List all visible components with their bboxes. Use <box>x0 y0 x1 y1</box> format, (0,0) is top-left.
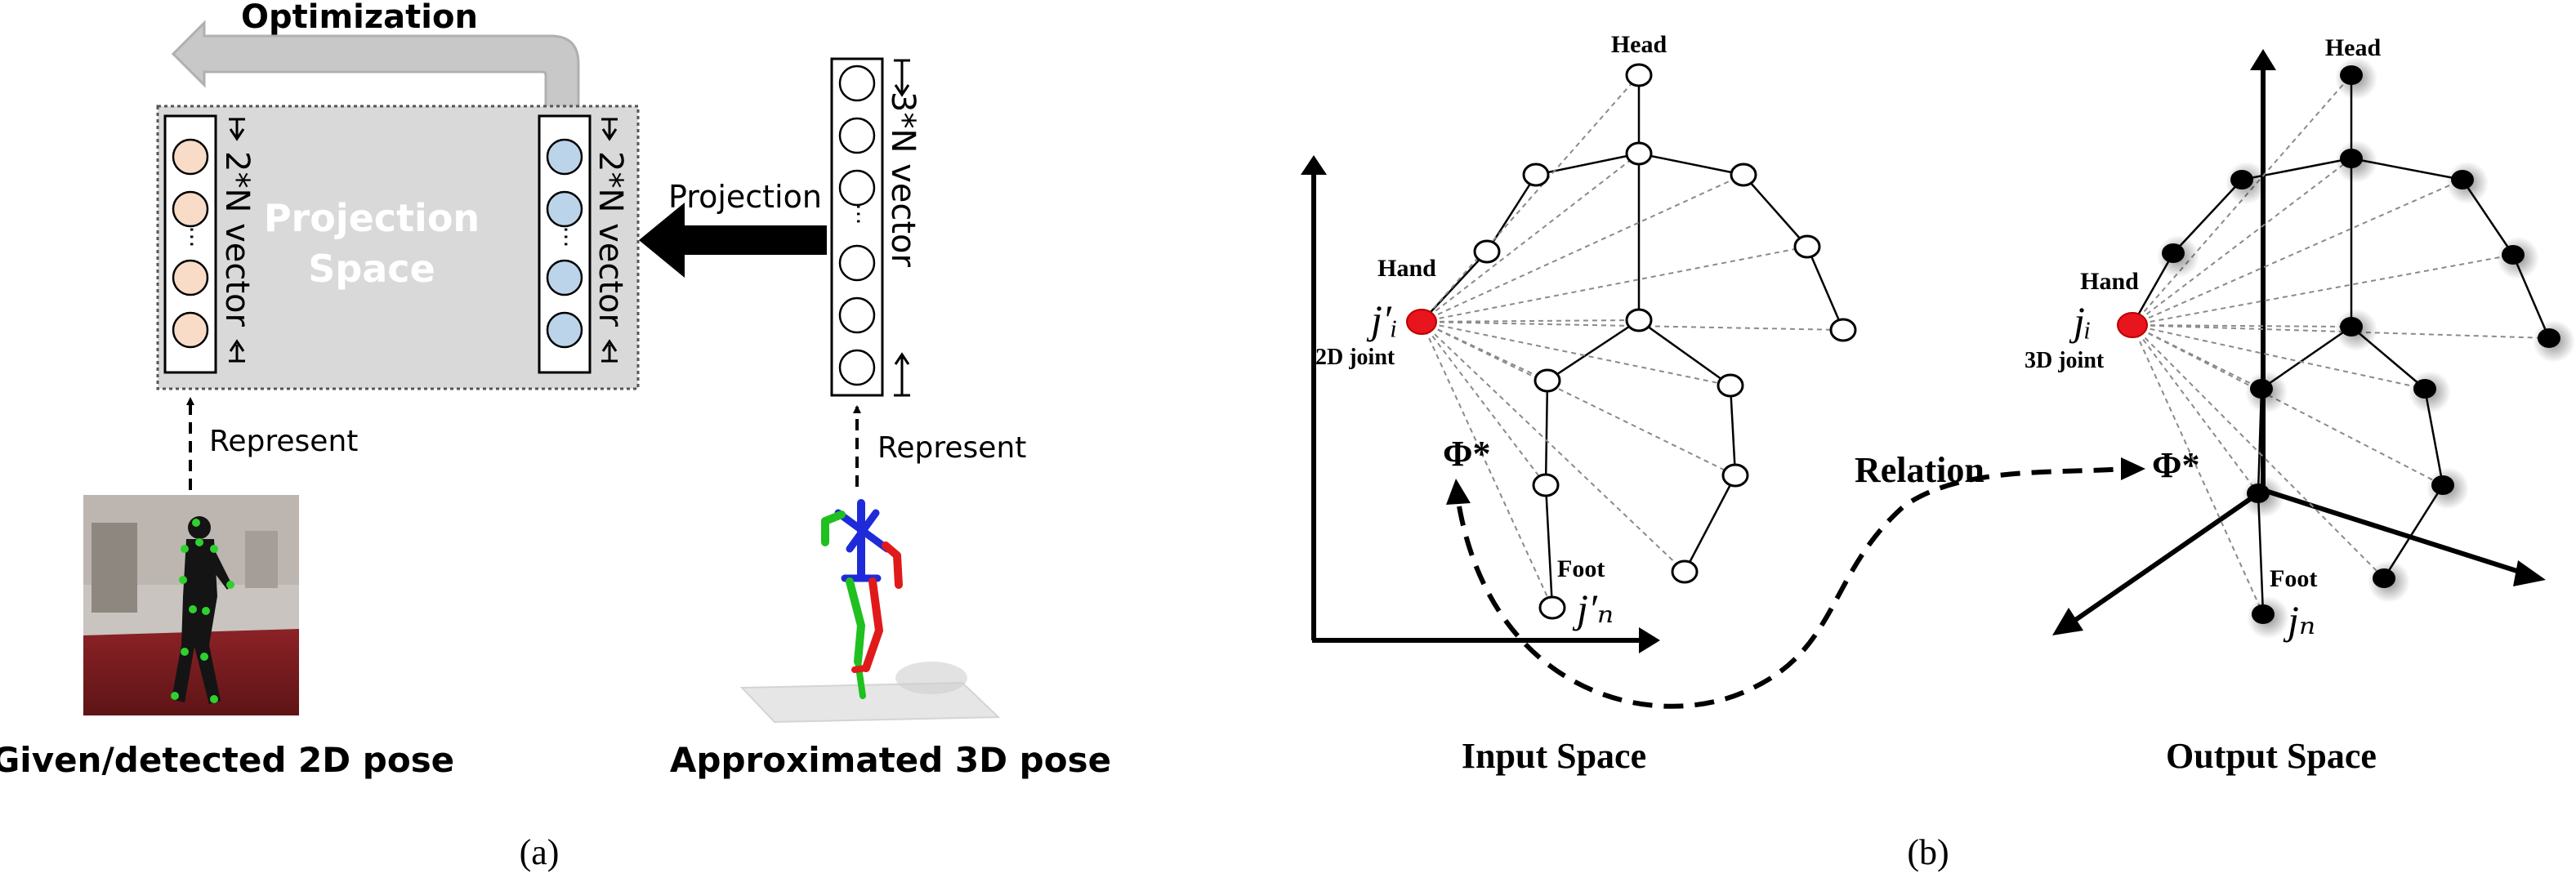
three-n-vector-label: 3*N vector <box>884 91 922 268</box>
input-hand-label: Hand <box>1377 255 1436 282</box>
relation-arrow-right-head <box>2121 457 2145 480</box>
panel-a: Optimization Projection Space ... 2*N ve… <box>0 0 1111 872</box>
input-phi-label: Φ* <box>1443 434 1490 474</box>
subcaption-b: (b) <box>1907 832 1949 872</box>
output-axis-arrow-left <box>2052 608 2083 635</box>
projection-space-label-1: Projection <box>264 196 480 240</box>
input-hand-joint <box>1406 309 1437 335</box>
projection-label: Projection <box>668 179 822 215</box>
input-foot-symbol: j′ₙ <box>1572 586 1614 631</box>
input-space-label: Input Space <box>1462 736 1646 776</box>
right-2n-vector: ... <box>538 114 618 374</box>
right-vector-label: 2*N vector <box>592 151 629 328</box>
input-head-label: Head <box>1611 31 1667 58</box>
output-hand-joint <box>2117 312 2148 338</box>
caption-3d-pose: Approximated 3D pose <box>670 740 1111 780</box>
left-2n-vector: ... <box>163 114 245 374</box>
output-phi-label: Φ* <box>2152 445 2199 485</box>
output-hand-label: Hand <box>2080 268 2139 295</box>
input-joints <box>1473 63 1857 620</box>
output-joint-symbol: jᵢ <box>2069 298 2092 344</box>
panel-b: Head Hand j′ᵢ 2D joint Φ* Foot j′ₙ Relat… <box>1301 31 2575 872</box>
output-head-label: Head <box>2325 34 2382 61</box>
output-axis-arrow-right <box>2513 560 2546 586</box>
projection-arrow <box>639 203 827 278</box>
represent-label-right: Represent <box>877 431 1026 465</box>
subcaption-a: (a) <box>520 832 560 872</box>
output-joint-caption: 3D joint <box>2025 348 2105 373</box>
input-joint-symbol: j′ᵢ <box>1366 296 1398 342</box>
relation-curve <box>1457 466 2125 709</box>
three-n-ellipsis: ... <box>851 203 878 225</box>
input-space-axes <box>1301 155 1660 653</box>
input-relation-lines <box>1421 74 1844 608</box>
right-vector-ellipsis: ... <box>559 226 586 248</box>
optimization-arrow <box>171 20 580 116</box>
output-axis-arrow-up <box>2250 49 2276 70</box>
output-foot-label: Foot <box>2270 565 2317 592</box>
left-vector-label: 2*N vector <box>218 151 256 328</box>
input-joint-caption: 2D joint <box>1315 345 1395 370</box>
left-vector-ellipsis: ... <box>185 226 212 248</box>
output-joints-glow <box>2157 57 2575 639</box>
person-photo-icon <box>83 495 299 715</box>
stick-figure-icon <box>739 499 1001 724</box>
relation-label: Relation <box>1855 450 1984 490</box>
projection-space-label-2: Space <box>308 247 435 291</box>
three-n-vector: ... <box>830 57 910 397</box>
represent-label-left: Represent <box>209 425 358 458</box>
relation-arrow-left-head <box>1446 479 1471 505</box>
output-space-label: Output Space <box>2166 736 2377 776</box>
output-space-axes <box>2070 67 2525 625</box>
input-skeleton-bones <box>1421 75 1845 608</box>
input-foot-label: Foot <box>1557 555 1605 582</box>
caption-2d-pose: Given/detected 2D pose <box>0 740 454 780</box>
output-joints <box>2162 65 2560 624</box>
optimization-label: Optimization <box>241 0 478 36</box>
output-foot-symbol: jₙ <box>2283 597 2315 643</box>
